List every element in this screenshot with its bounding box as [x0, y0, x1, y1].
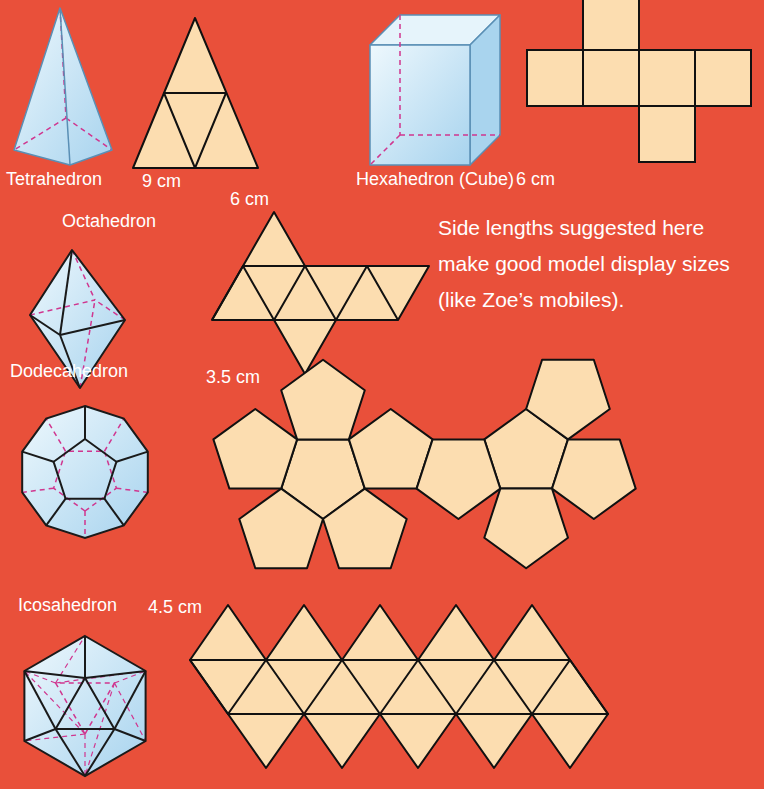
hidden-edge [22, 488, 53, 492]
solid-edge [46, 499, 65, 526]
solid-edge [22, 406, 148, 538]
solid-edge [114, 729, 145, 741]
solid-edge [56, 729, 85, 776]
tetrahedron-net [133, 18, 258, 168]
dodecahedron-solid [22, 406, 148, 538]
net-fold [190, 660, 608, 714]
cube-solid [370, 15, 500, 165]
hidden-edge [104, 419, 123, 452]
hidden-edge [46, 419, 65, 452]
solid-edge [54, 439, 117, 499]
net-triangle [494, 605, 570, 660]
icosahedron-net [190, 605, 608, 768]
dimension: 9 cm [142, 172, 181, 192]
solid-face [24, 636, 145, 776]
shape-name: Octahedron [62, 212, 156, 232]
net-triangle [228, 714, 304, 768]
solid-edge [24, 729, 55, 741]
net-pentagon [552, 439, 636, 519]
net-triangle [342, 605, 418, 660]
solid-edge [24, 671, 85, 678]
net-pentagon [526, 360, 610, 440]
solid-edge [85, 671, 146, 678]
net-pentagon [323, 489, 407, 569]
net-triangle [266, 605, 342, 660]
net-triangle [456, 714, 532, 768]
dimension: 3.5 cm [206, 368, 260, 388]
octahedron-net [212, 212, 429, 374]
net-pentagon [484, 489, 568, 569]
solid-edge [114, 671, 145, 729]
tetrahedron-solid [14, 8, 112, 165]
solid-edge [116, 452, 147, 462]
icosahedron-solid [24, 636, 145, 776]
solid-edge [24, 636, 145, 776]
solid-edge [104, 499, 123, 526]
net-pentagon [417, 439, 501, 519]
dimension: 4.5 cm [148, 598, 202, 618]
net-triangle [532, 714, 608, 768]
hidden-edge [116, 488, 147, 492]
shape-name: Tetrahedron [6, 170, 102, 190]
shape-name: Icosahedron [18, 596, 117, 616]
net-triangle [418, 605, 494, 660]
net-pentagon [213, 409, 297, 489]
net-triangle [304, 714, 380, 768]
solid-edge [84, 636, 86, 678]
shape-name: Hexahedron (Cube) [356, 170, 514, 190]
solid-edge [24, 671, 55, 729]
net-pentagon [281, 360, 365, 440]
note: Side lengths suggested here make good mo… [438, 210, 760, 318]
hidden-edge [56, 683, 115, 734]
solid-face [22, 406, 148, 538]
net-pentagon [239, 489, 323, 569]
hidden-edge [114, 683, 145, 741]
dodecahedron-net [213, 360, 635, 568]
dimension: 6 cm [516, 170, 555, 190]
shape-name: Dodecahedron [10, 362, 128, 382]
net-strip [190, 660, 608, 714]
dimension: 6 cm [230, 190, 269, 210]
net-triangle [380, 714, 456, 768]
hidden-edge [84, 734, 85, 776]
solid-edge [85, 729, 114, 776]
hidden-edge [84, 511, 86, 538]
solid-edge [56, 678, 115, 729]
solid-edge [22, 452, 53, 462]
solid-edge [84, 406, 86, 439]
cube-net [527, 0, 751, 162]
